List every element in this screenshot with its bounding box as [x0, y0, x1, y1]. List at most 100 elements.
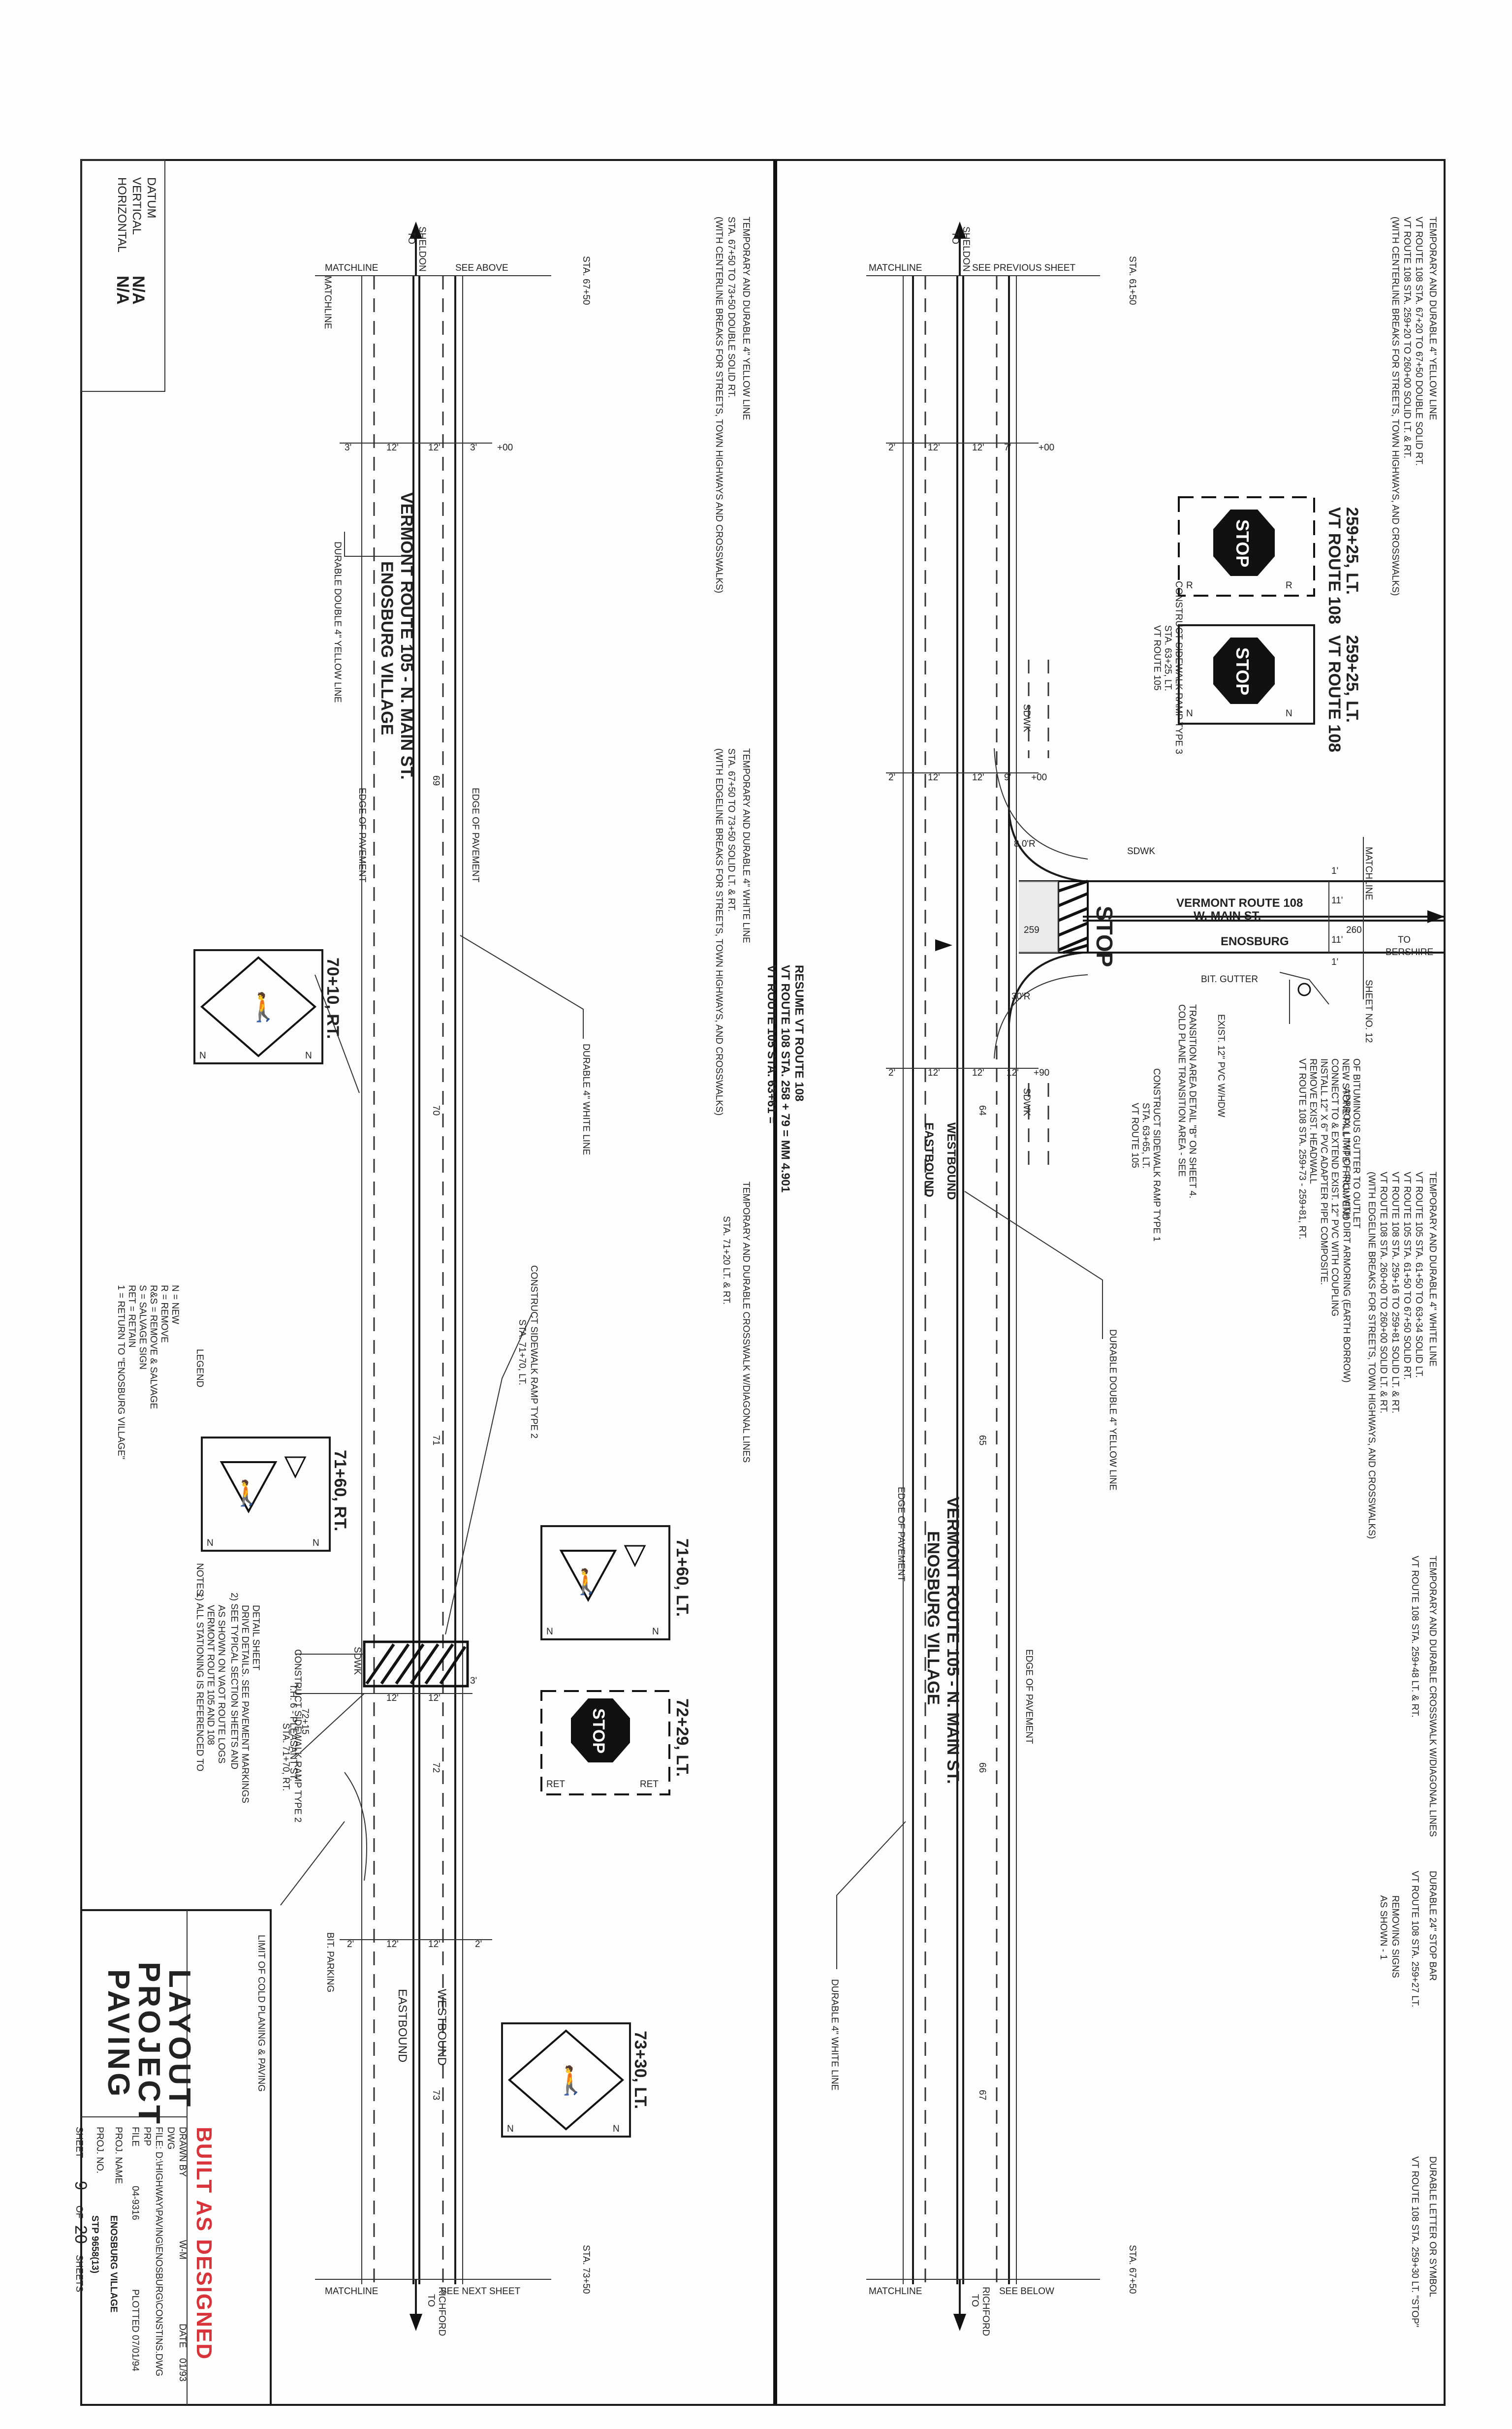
- sign-ped3-sta: 71+60, LT.: [673, 1538, 692, 1617]
- dim-lower-mid-12b: 12': [428, 1693, 441, 1703]
- notes-1c: AS SHOWN ON VAOT ROUTE LOGS: [216, 1605, 226, 1763]
- dim-upper-mid-9: 9': [1004, 772, 1011, 783]
- lower-see-above: SEE ABOVE: [455, 263, 508, 273]
- sign-r-1b: R: [1286, 580, 1292, 591]
- sta-259: 259: [1024, 925, 1040, 935]
- upper-sta-top: STA. 61+50: [1127, 256, 1137, 305]
- title-paving: PAVING: [101, 1969, 135, 2100]
- upper-yellow-3: (WITH CENTERLINE BREAKS FOR STREETS, TOW…: [1390, 217, 1400, 596]
- dim-upper-bot-12c: 12': [1007, 1068, 1019, 1078]
- dim-lower-top-plus00: +00: [497, 443, 513, 453]
- remove-6: OF BITUMINOUS GUTTER TO OUTLET: [1351, 1058, 1361, 1229]
- figure-icon-3: 🚶: [571, 1567, 601, 1596]
- dim-upper-top-2: 2': [888, 443, 895, 453]
- upper-sta-bottom: STA. 67+50: [1127, 2245, 1137, 2294]
- upper-removing-1: REMOVING SIGNS: [1390, 1895, 1400, 1978]
- lower-route105: VERMONT ROUTE 105 - N. MAIN ST.: [397, 492, 416, 780]
- lower-westbound: WESTBOUND: [435, 1989, 448, 2066]
- sta-73: 73: [431, 2090, 441, 2100]
- upper-white-1: VT ROUTE 105 STA. 61+50 TO 63+34 SOLID L…: [1414, 1172, 1424, 1378]
- dim-lower-bot-12b: 12': [428, 1939, 441, 1950]
- upper-route108: VERMONT ROUTE 108: [1176, 896, 1303, 910]
- notes-2: 2) SEE TYPICAL SECTION SHEETS AND: [229, 1593, 239, 1769]
- datum-vertical: VERTICAL: [130, 177, 143, 235]
- lower-to-top: TO: [406, 231, 416, 244]
- sign-ped-70-10: 🚶 N N 70+10, RT.: [193, 949, 342, 1064]
- upper-eastbound: EASTBOUND: [922, 1122, 936, 1197]
- upper-yellow-1: VT ROUTE 108 STA. 67+20 TO 67+50 DOUBLE …: [1414, 217, 1424, 466]
- figure-icon-4: 🚶: [554, 2065, 588, 2096]
- sign-n-1b: N: [305, 1051, 312, 1061]
- sheet-total: 20: [71, 2225, 90, 2244]
- sign-n-1: N: [199, 1051, 206, 1061]
- legend-ret: RET = RETAIN: [126, 1285, 137, 1348]
- title-block: PAVING PROJECT LAYOUT BUILT AS DESIGNED …: [71, 1909, 272, 2406]
- sign-stop2-text: STOP: [1232, 647, 1253, 695]
- legend-n: N = NEW: [170, 1285, 180, 1324]
- lower-white-1: STA. 67+50 TO 73+50 SOLID LT. & RT.: [726, 748, 736, 912]
- sign-ped2-sta: 71+60, RT.: [331, 1450, 349, 1531]
- stamp-built-as-designed: BUILT AS DESIGNED: [192, 2127, 216, 2360]
- sign-stop1-sta: 259+25, LT.: [1343, 507, 1361, 595]
- dim-lower-top-3-left: 3': [345, 443, 351, 453]
- file-label: FILE: [130, 2127, 140, 2146]
- dim-upper-top-12b: 12': [972, 443, 984, 453]
- upper-westbound: WESTBOUND: [945, 1122, 958, 1200]
- dim-lower-top-12b: 12': [428, 443, 441, 453]
- date-label: DATE: [177, 2324, 188, 2348]
- sign-stop-remove: STOP R R VT ROUTE 108 259+25, LT.: [1178, 496, 1361, 624]
- figure-icon: 🚶: [246, 991, 281, 1023]
- lower-matchline-bottom-label: MATCHLINE: [325, 2286, 378, 2297]
- general-notes: NOTES: 1) ALL STATIONING IS REFERENCED T…: [194, 1563, 261, 1803]
- sta-69: 69: [431, 775, 441, 786]
- lower-limit-cold: LIMIT OF COLD PLANING & PAVING: [256, 1935, 266, 2092]
- ramp3-route: VT ROUTE 105: [1152, 625, 1162, 691]
- upper-letter-title: DURABLE LETTER OR SYMBOL: [1427, 2156, 1438, 2297]
- upper-richford: RICHFORD: [980, 2287, 991, 2336]
- sheet-border: [80, 159, 1446, 2406]
- sign-stop3-sta: 72+29, LT.: [673, 1698, 692, 1777]
- remove-1: VT ROUTE 108 STA. 259+73 - 259+81, RT.: [1297, 1058, 1307, 1240]
- dim-upper-mid-12b: 12': [972, 772, 984, 783]
- sign-ret-2: RET: [640, 1779, 659, 1790]
- sta-67: 67: [977, 2090, 987, 2100]
- lower-to-bottom: TO: [426, 2294, 436, 2307]
- sheet-label: SHEET: [74, 2127, 84, 2158]
- proj-name-label: PROJ. NAME: [113, 2127, 124, 2184]
- sta-71: 71: [431, 1435, 441, 1445]
- lower-matchline-top-label: MATCHLINE: [322, 276, 333, 329]
- figure-icon-2: 🚶: [231, 1479, 262, 1507]
- lower-yellow-2: (WITH CENTERLINE BREAKS FOR STREETS, TOW…: [714, 217, 724, 593]
- sign-stop2-sta: 259+25, LT.: [1343, 635, 1361, 723]
- sign-ped4-sta: 73+30, LT.: [631, 2031, 650, 2109]
- lower-eastbound: EASTBOUND: [396, 1989, 409, 2062]
- sign-stop-72-29: STOP RET RET 72+29, LT.: [540, 1690, 692, 1795]
- upper-to-right: TO: [1398, 935, 1411, 945]
- sign-ped1-sta: 70+10, RT.: [323, 958, 342, 1039]
- datum-vertical-value: N/A: [129, 276, 148, 305]
- sign-ped-71-60-lt: 🚶 N N 71+60, LT.: [540, 1525, 692, 1640]
- upper-xwalk-1: VT ROUTE 108 STA. 259+48 LT. & RT.: [1410, 1556, 1420, 1718]
- dim-upper-bot-12b: 12': [972, 1068, 984, 1078]
- upper-sdwk-3: SDWK: [1021, 1088, 1032, 1116]
- dim-upper-right-1a: 1': [1331, 866, 1338, 876]
- legend-s: S = SALVAGE SIGN: [137, 1285, 148, 1370]
- upper-matchline-right: MATCHLINE: [1363, 847, 1374, 900]
- date-value: 01/93: [177, 2358, 188, 2382]
- upper-see-below: SEE BELOW: [999, 2286, 1054, 2297]
- upper-to-bottom: TO: [970, 2294, 980, 2307]
- dim-upper-bot-12a: 12': [928, 1068, 940, 1078]
- dim-lower-bot-2b: 2': [475, 1939, 482, 1950]
- lower-resume-2: VT ROUTE 108 STA. 258 + 79 = MM 4.901: [779, 965, 792, 1192]
- sta-260: 260: [1346, 925, 1362, 935]
- dim-upper-top-7: 7': [1004, 443, 1011, 453]
- lower-matchline-top-label-h: MATCHLINE: [325, 263, 378, 273]
- upper-stopbar-title: DURABLE 24" STOP BAR: [1427, 1871, 1438, 1981]
- ramp1-route: VT ROUTE 105: [1130, 1103, 1140, 1168]
- approx-fill: APPROX. LIMIT OF FILL WITH DIRT ARMORING…: [1341, 1088, 1352, 1383]
- upper-panel: STOP VERMONT ROUTE 108 W. MAIN ST. ENOSB…: [829, 217, 1445, 2336]
- bit-gutter: BIT. GUTTER: [1201, 974, 1258, 985]
- sta-66: 66: [977, 1762, 987, 1773]
- exist-pvc: EXIST. 12" PVC W/HDW: [1216, 1014, 1226, 1118]
